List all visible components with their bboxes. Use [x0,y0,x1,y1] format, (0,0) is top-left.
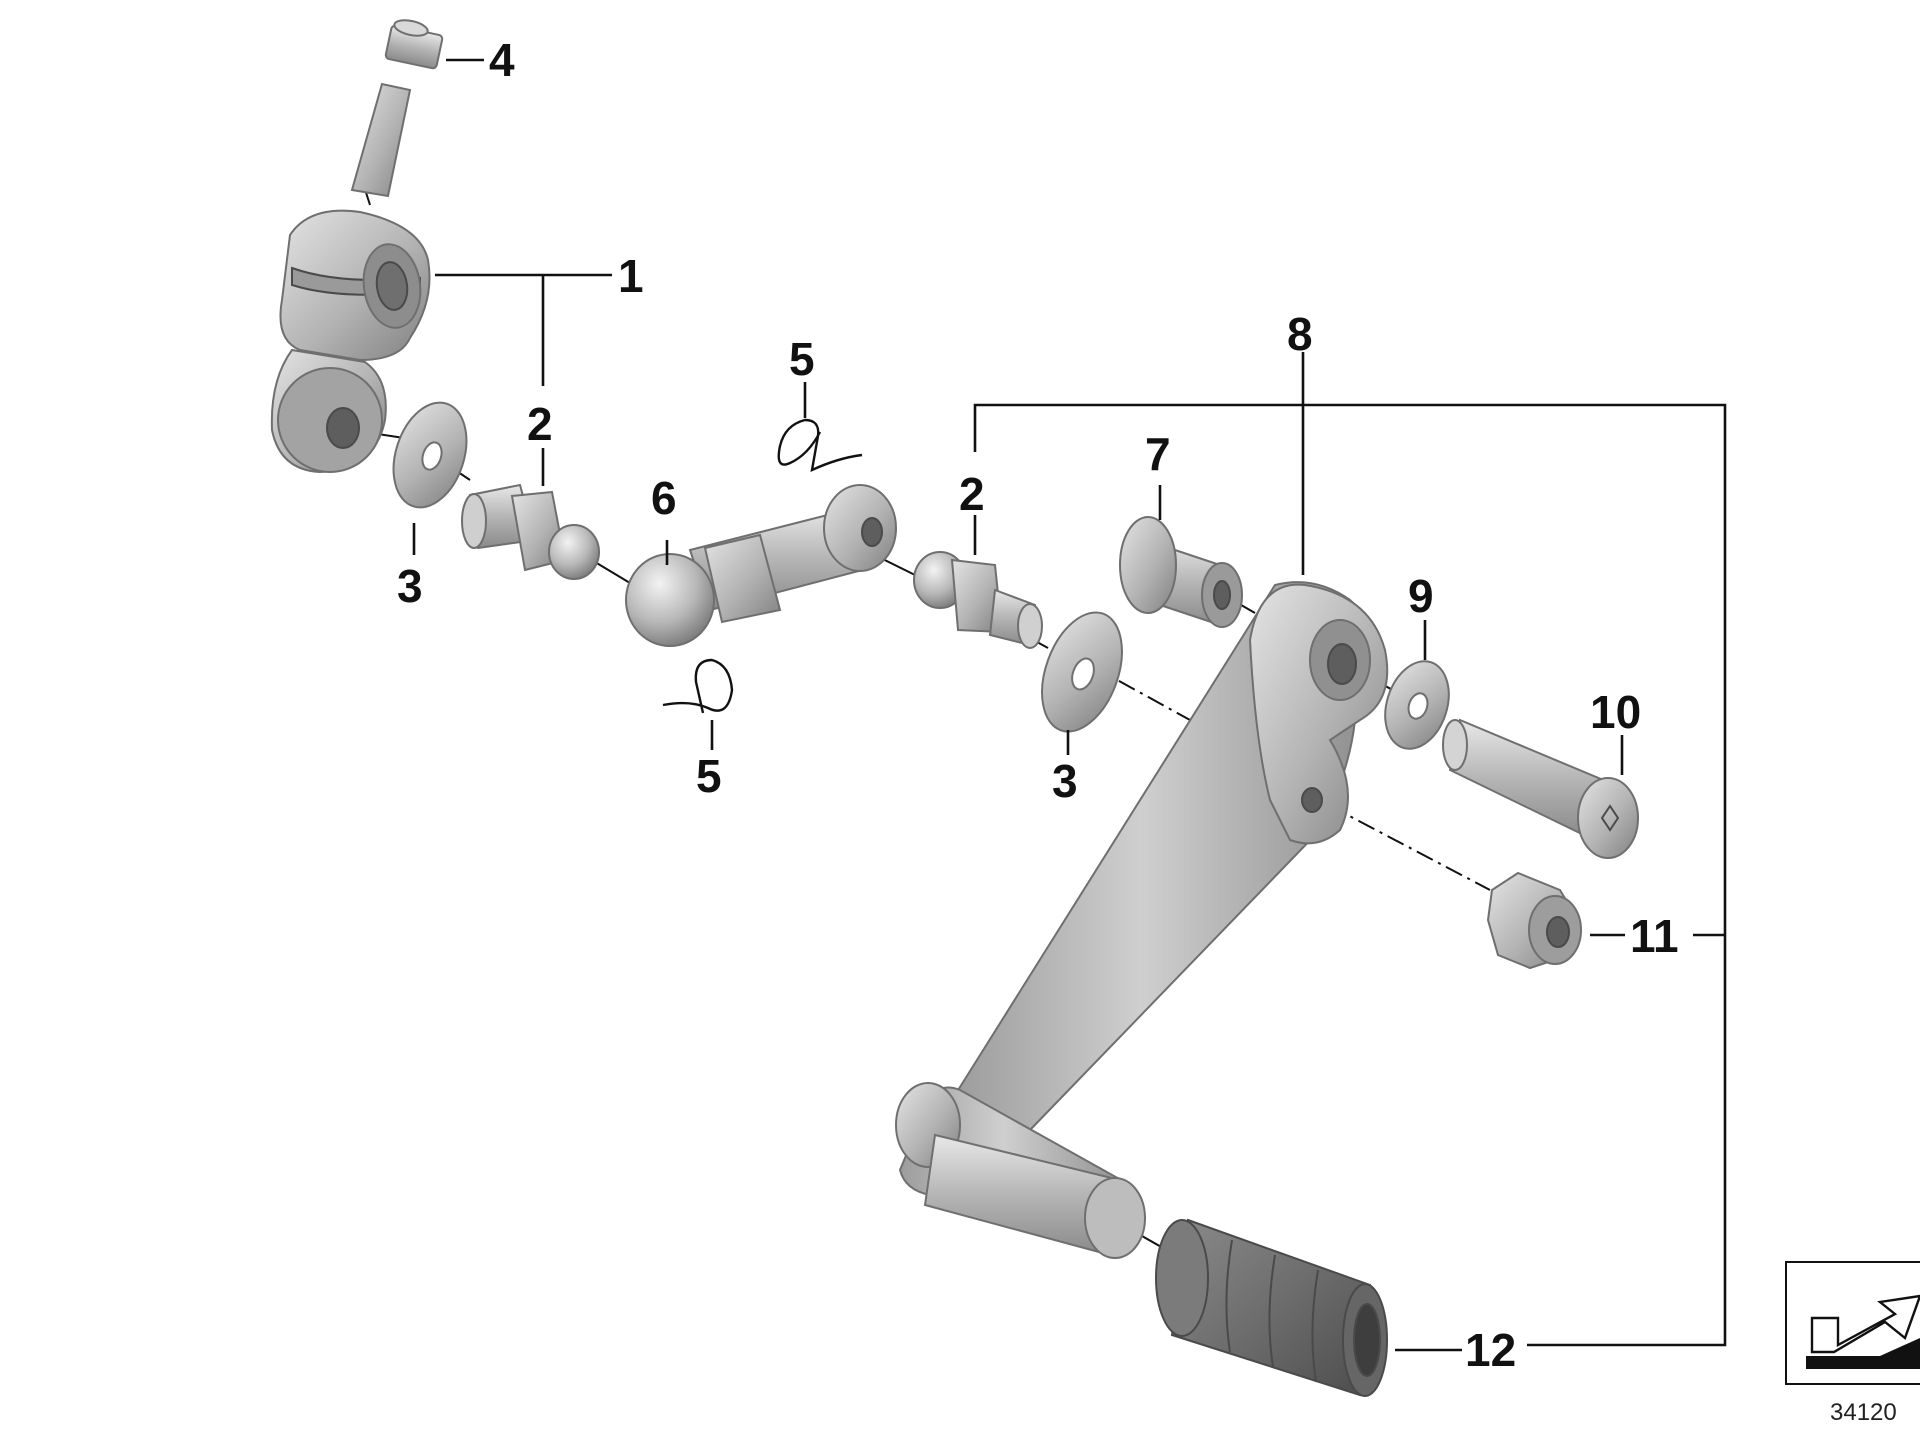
callout-3-left: 3 [397,560,423,612]
part-9-washer [1384,660,1450,750]
callout-1: 1 [618,250,644,302]
part-2-ball-stud-right [913,551,1043,649]
reference-code: 34120 [1830,1399,1897,1426]
leader-lines [412,58,1727,1352]
part-10-pivot-bolt [1442,718,1639,859]
part-6-ball-joint-rod [625,484,897,647]
callout-10: 10 [1590,686,1641,738]
callout-5-upper: 5 [789,333,815,385]
callout-5-lower: 5 [696,750,722,802]
part-4-bolt [350,19,444,198]
callout-12: 12 [1465,1324,1516,1376]
part-11-nut [1486,871,1582,970]
callout-labels: 4 1 2 3 5 6 5 2 7 8 3 9 10 11 12 [397,34,1679,1376]
part-12-footpeg-rubber [1155,1218,1388,1397]
direction-arrow-icon [1806,1294,1920,1369]
callout-2-left: 2 [527,398,553,450]
part-2-ball-stud-left [461,483,600,580]
callout-2-right: 2 [959,468,985,520]
callout-6: 6 [651,472,677,524]
part-5-clip-upper [777,418,863,473]
part-3-washer-right [1041,611,1123,733]
part-1-clamp-lever [270,209,431,474]
part-3-washer-left [392,401,468,509]
reference-box: 34120 [1785,1261,1920,1426]
callout-4: 4 [489,34,515,86]
callout-3-right: 3 [1052,755,1078,807]
callout-9: 9 [1408,570,1434,622]
part-8-shift-lever [895,581,1389,1259]
part-7-bushing [1119,516,1243,628]
callout-7: 7 [1145,428,1171,480]
callout-11: 11 [1630,910,1679,962]
part-5-clip-lower [662,658,734,714]
callout-8: 8 [1287,308,1313,360]
